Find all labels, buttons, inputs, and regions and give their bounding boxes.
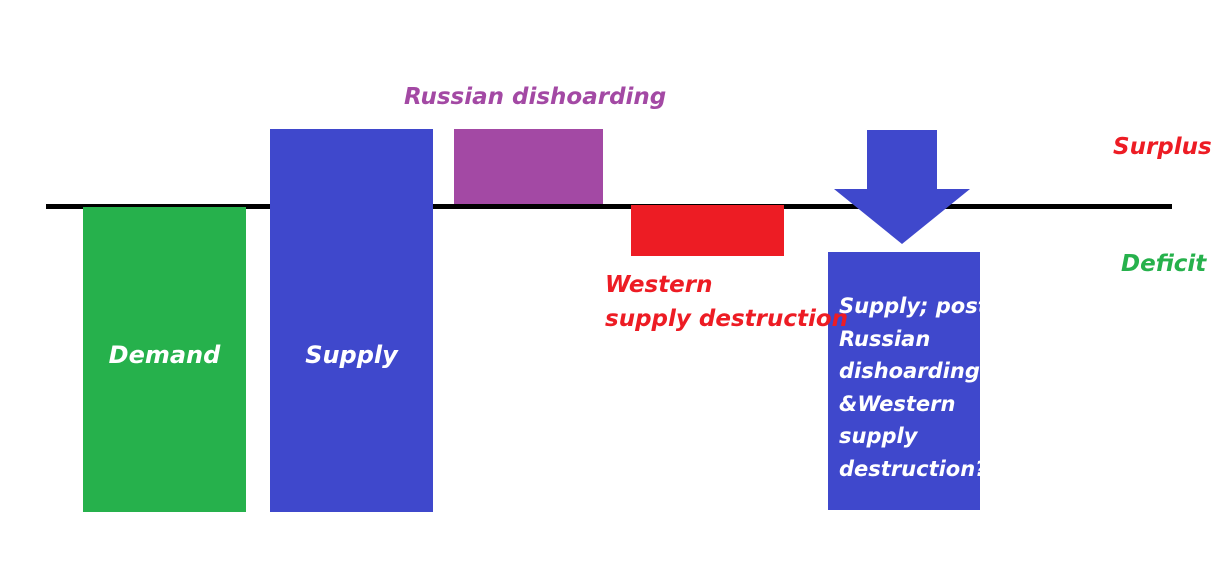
post-supply-bar: [828, 252, 980, 510]
supply-label: Supply: [305, 341, 398, 369]
down-arrow-icon: [826, 130, 980, 244]
demand-label: Demand: [108, 341, 221, 369]
post-supply-label: Supply; post Russian dishoarding &Wester…: [839, 294, 988, 481]
supply-bar: [270, 129, 433, 512]
demand-bar: [83, 207, 246, 512]
western-supply-destruction-bar: [631, 205, 784, 256]
surplus-label: Surplus: [1113, 134, 1212, 160]
russian-dishoarding-bar: [454, 129, 603, 204]
down-arrow-shape: [834, 130, 970, 244]
deficit-label: Deficit: [1121, 251, 1207, 277]
balance-line: [46, 204, 1172, 209]
russian-dishoarding-label: Russian dishoarding: [404, 84, 667, 110]
western-supply-destruction-label: Western supply destruction: [605, 272, 849, 332]
